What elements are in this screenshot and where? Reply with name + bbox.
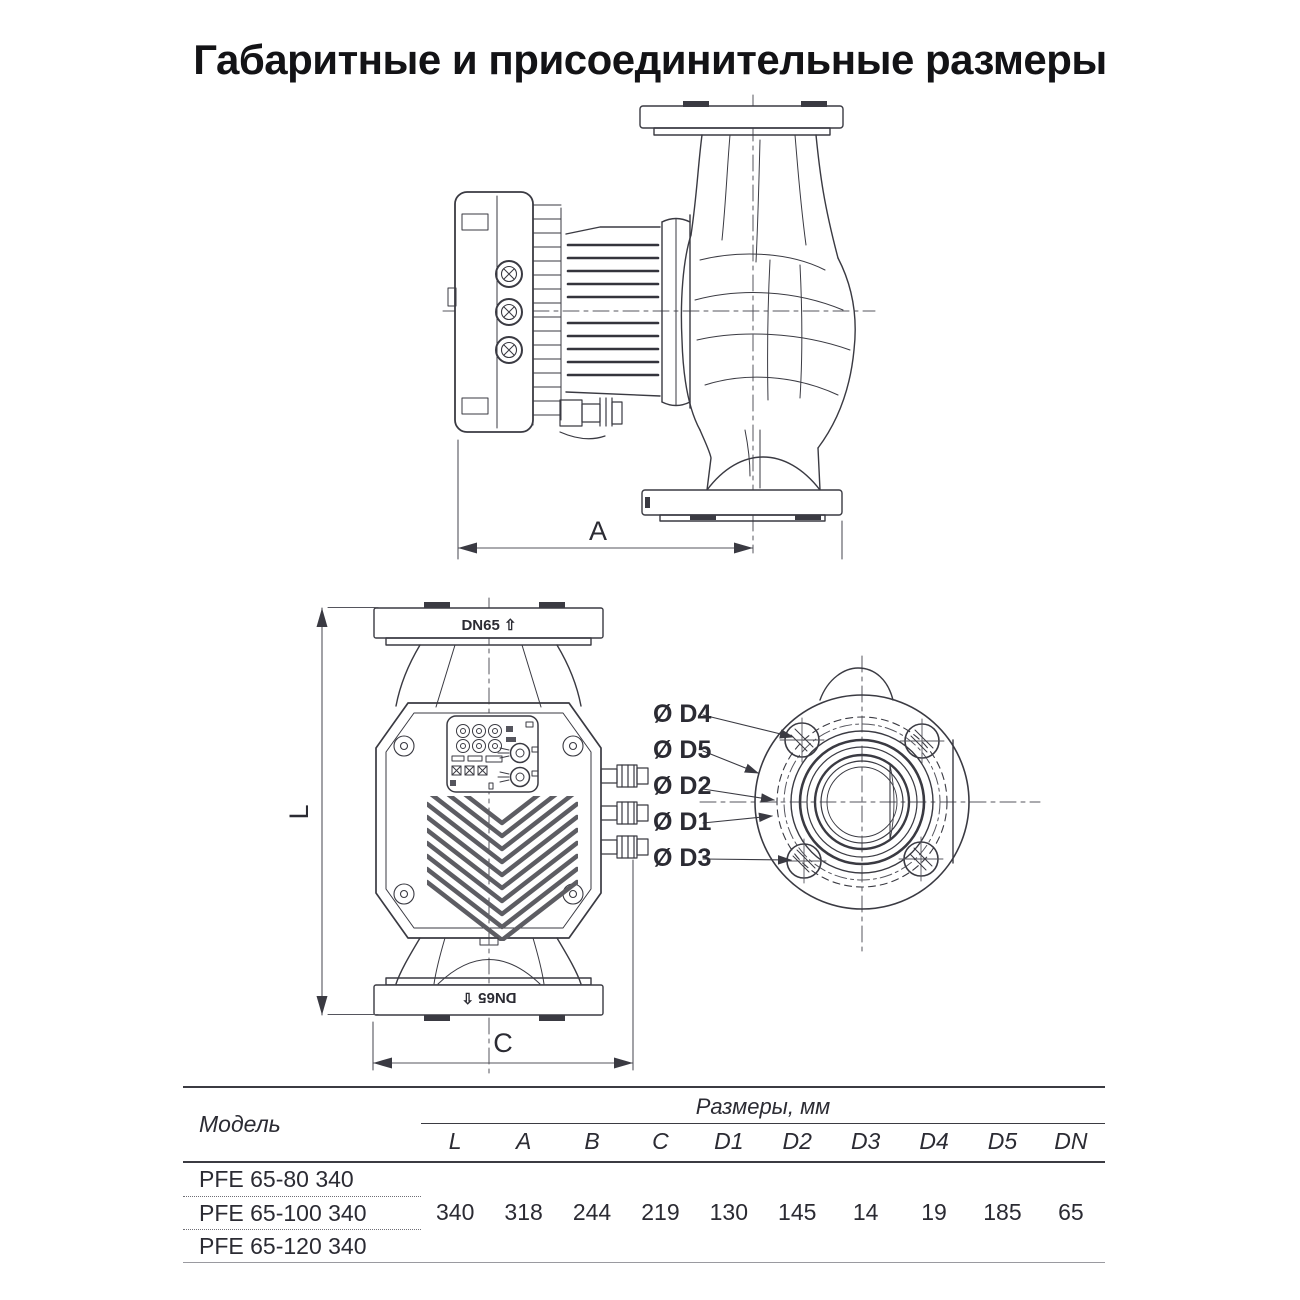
controller-screws <box>495 260 523 364</box>
flange-circles <box>776 716 948 888</box>
dimension-l-label: L <box>284 804 314 819</box>
value-l: 340 <box>436 1199 475 1225</box>
col-header-l: L <box>448 1128 462 1154</box>
front-view-drawing: DN65 ⇧ <box>284 597 649 1079</box>
col-header-a: A <box>515 1128 532 1154</box>
side-top-flange <box>639 101 844 136</box>
value-a: 318 <box>504 1199 543 1225</box>
front-bottom-flange-dn-label: DN65 ⇧ <box>461 989 516 1006</box>
front-top-flange <box>373 602 604 646</box>
table-body: PFE 65-80 340 PFE 65-100 340 PFE 65-120 … <box>183 1163 1105 1263</box>
control-panel <box>446 715 539 793</box>
col-header-d4: D4 <box>919 1128 949 1154</box>
value-d5: 185 <box>983 1199 1022 1225</box>
dims-header-group: Размеры, мм L A B C D1 D2 D3 D4 D5 DN <box>421 1088 1105 1161</box>
cable-glands <box>600 764 649 859</box>
value-d4: 19 <box>921 1199 947 1225</box>
diameter-label-d4: Ø D4 <box>653 700 711 728</box>
cable-connector <box>559 397 623 440</box>
pump-technical-drawing: A DN65 ⇧ <box>284 94 1041 1079</box>
value-c: 219 <box>641 1199 680 1225</box>
dimension-c <box>372 859 634 1071</box>
side-bottom-flange <box>641 489 843 522</box>
diameter-label-d5: Ø D5 <box>653 736 711 764</box>
front-diffuser <box>395 644 582 708</box>
front-bottom-flange <box>373 977 604 1021</box>
value-dn: 65 <box>1058 1199 1084 1225</box>
col-header-d3: D3 <box>850 1128 881 1154</box>
page-title: Габаритные и присоединительные размеры <box>193 36 1107 83</box>
table-row-model-1: PFE 65-80 340 <box>199 1166 354 1192</box>
side-view-drawing: A <box>442 94 876 560</box>
dimensions-table: Модель Размеры, мм L A B C D1 D2 D3 D4 D… <box>183 1086 1105 1263</box>
col-header-d2: D2 <box>782 1128 812 1154</box>
model-rows: PFE 65-80 340 PFE 65-100 340 PFE 65-120 … <box>183 1163 421 1262</box>
side-pipe <box>690 134 839 263</box>
dimension-l <box>316 606 379 1016</box>
col-header-dn: DN <box>1054 1128 1088 1154</box>
front-pedestal <box>395 937 582 985</box>
value-d1: 130 <box>709 1199 749 1225</box>
dims-column-headers: L A B C D1 D2 D3 D4 D5 DN <box>421 1124 1105 1161</box>
dimension-c-label: C <box>493 1028 513 1058</box>
value-d2: 145 <box>778 1199 817 1225</box>
shared-dimension-values: 340 318 244 219 130 145 14 19 185 65 <box>421 1163 1105 1262</box>
side-volute <box>680 234 856 491</box>
model-column-header: Модель <box>199 1111 281 1137</box>
front-top-flange-dn-label: DN65 ⇧ <box>461 617 516 634</box>
table-row-model-2: PFE 65-100 340 <box>183 1196 421 1229</box>
diameter-label-d3: Ø D3 <box>653 844 711 872</box>
col-header-d1: D1 <box>714 1128 744 1154</box>
dims-group-title: Размеры, мм <box>421 1088 1105 1124</box>
table-header: Модель Размеры, мм L A B C D1 D2 D3 D4 D… <box>183 1088 1105 1163</box>
flange-view-drawing: Ø D4 Ø D5 Ø D2 Ø D1 Ø D3 <box>653 655 1041 953</box>
front-octagon-body <box>375 702 602 939</box>
diameter-label-d2: Ø D2 <box>653 772 711 800</box>
table-row-model-3: PFE 65-120 340 <box>183 1229 421 1262</box>
controller-box <box>447 191 562 433</box>
dimension-a-label: A <box>589 516 607 546</box>
dimension-a <box>457 439 843 560</box>
value-b: 244 <box>572 1199 612 1225</box>
heatsink-chevrons <box>427 796 578 941</box>
motor-fins <box>565 214 691 409</box>
value-d3: 14 <box>852 1199 879 1225</box>
diameter-label-d1: Ø D1 <box>653 808 711 836</box>
flange-outline <box>754 667 970 910</box>
col-header-c: C <box>652 1128 669 1154</box>
col-header-d5: D5 <box>987 1128 1018 1154</box>
diameter-leaders <box>702 714 795 865</box>
col-header-b: B <box>584 1128 600 1154</box>
